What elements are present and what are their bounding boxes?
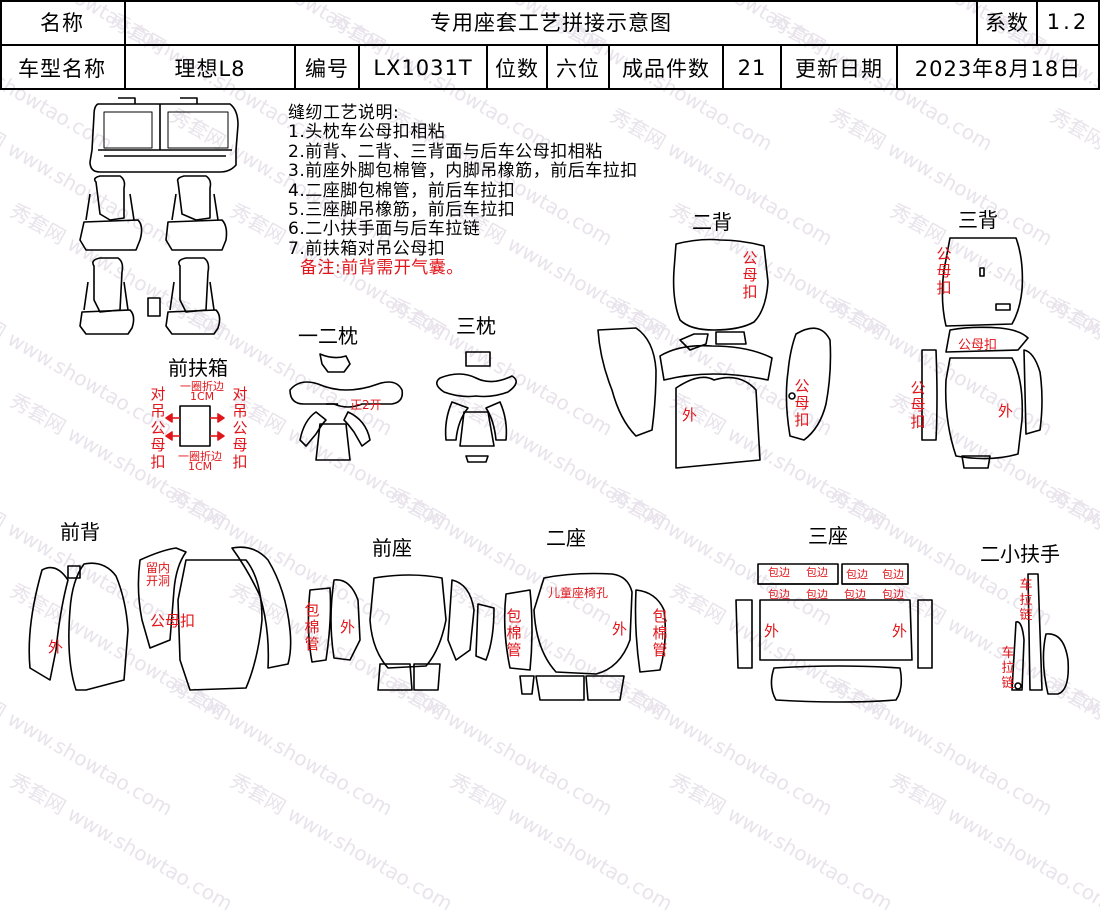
annot-arm-zip-a: 车拉链	[1018, 578, 1034, 623]
section-headrest-12: 一二枕	[298, 320, 358, 349]
section-back-3: 三背	[958, 204, 998, 233]
annot-arm-zip-b: 车拉链	[1000, 646, 1016, 691]
annot-fold-top-size: 1CM	[190, 390, 214, 403]
annot-fs-tube-left: 包棉管	[304, 602, 320, 653]
annot-pair-right: 对吊公母扣	[232, 386, 248, 471]
annot-s3-outer-right: 外	[892, 620, 907, 641]
section-back-2: 二背	[692, 206, 732, 235]
annot-pair-left: 对吊公母扣	[150, 386, 166, 471]
annot-s3-outer-left: 外	[764, 620, 779, 641]
section-headrest-3: 三枕	[456, 310, 496, 339]
annot-s3-fold: 包边	[844, 586, 866, 602]
section-front-box: 前扶箱	[168, 352, 228, 381]
annot-s2-child-seat: 儿童座椅孔	[548, 584, 608, 601]
front-seat-pattern	[308, 575, 494, 690]
annot-fb-inner-open: 留内开洞	[146, 562, 180, 588]
annot-s3-fold: 包边	[768, 564, 790, 580]
annot-s3-fold: 包边	[768, 586, 790, 602]
watermark-text: 秀套网 www.showtao.com	[886, 765, 1100, 916]
seat-thumbnail-row2-left	[80, 176, 142, 250]
annot-back3-snap-top: 公母扣	[958, 334, 997, 353]
annot-back2-snap-b: 公母扣	[794, 378, 810, 429]
annot-headrest-open: 正2开	[350, 396, 382, 413]
annot-fb-outer: 外	[48, 636, 63, 657]
watermark-text: 秀套网 www.showtao.com	[6, 765, 239, 916]
annot-fb-snap: 公母扣	[150, 610, 195, 631]
section-front-seat: 前座	[372, 532, 412, 561]
seat-thumbnail-rear-bench	[90, 98, 238, 172]
section-seat-3: 三座	[808, 520, 848, 549]
annot-s3-fold: 包边	[806, 586, 828, 602]
annot-back3-snap-a: 公母扣	[936, 246, 952, 297]
seat-thumbnail-row2-right	[166, 176, 227, 250]
annot-back3-outer: 外	[998, 400, 1013, 421]
annot-s2-tube-right: 包棉管	[652, 608, 668, 659]
annot-back3-snap-b: 公母扣	[910, 380, 926, 431]
front-box-pattern	[180, 406, 210, 446]
section-armrest-2: 二小扶手	[980, 538, 1060, 567]
watermark-text: 秀套网 www.showtao.com	[446, 765, 679, 916]
annot-s3-fold: 包边	[846, 566, 868, 582]
section-front-back: 前背	[60, 516, 100, 545]
annot-back2-snap-a: 公母扣	[742, 250, 758, 301]
watermark-text: 秀套网 www.showtao.com	[666, 765, 899, 916]
annot-back2-outer: 外	[682, 404, 697, 425]
headrest-3-pattern	[437, 352, 516, 462]
seat-thumbnail-row1-left	[80, 258, 134, 334]
annot-s2-tube-left: 包棉管	[506, 608, 522, 659]
seat-thumbnail-console	[148, 298, 160, 316]
annot-s3-fold: 包边	[882, 566, 904, 582]
section-seat-2: 二座	[546, 522, 586, 551]
annot-fold-bottom-size: 1CM	[188, 460, 212, 473]
annot-s3-fold: 包边	[882, 586, 904, 602]
annot-s2-outer: 外	[612, 618, 627, 639]
annot-fs-outer: 外	[340, 616, 355, 637]
annot-s3-fold: 包边	[806, 564, 828, 580]
headrest-12-pattern	[290, 354, 402, 460]
seat-thumbnail-row1-right	[166, 258, 220, 334]
front-box-arrows	[166, 414, 224, 440]
watermark-text: 秀套网 www.showtao.com	[226, 765, 459, 916]
back-2-pattern	[598, 240, 831, 469]
